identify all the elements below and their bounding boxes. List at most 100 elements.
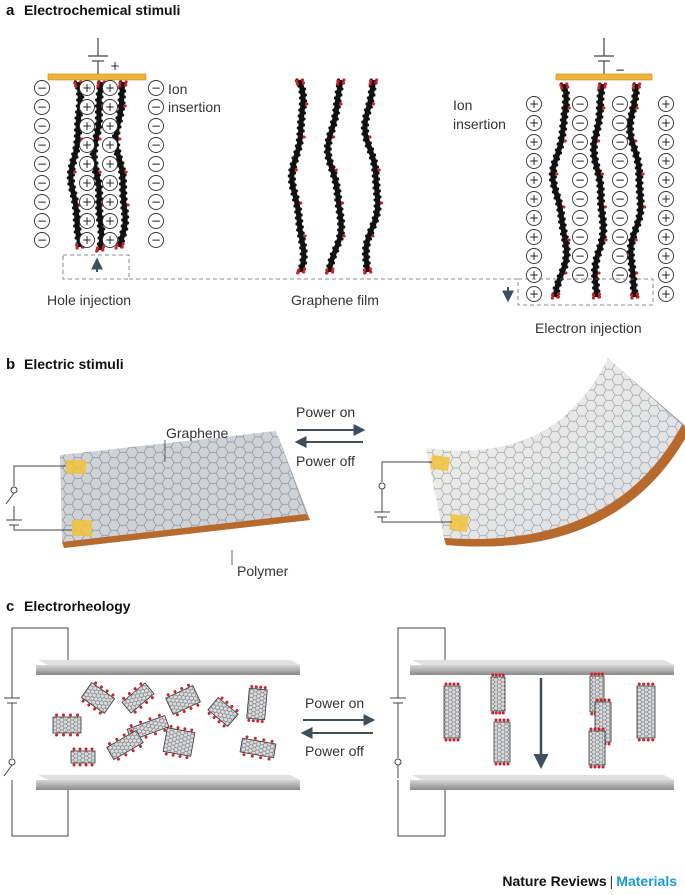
anion-icon: − [612,172,628,188]
anion-icon: − [148,232,164,248]
left-ion-column: −++−−++−−++−−++−−++−−++−−++−−++−−++− [34,80,164,248]
anion-icon: − [572,229,588,245]
anion-icon: − [148,194,164,210]
panel-b-title: Electric stimuli [24,356,124,372]
c-power-off-label: Power off [305,743,364,759]
aligned-graphene-flakes [443,672,656,769]
ion-insertion-left-line2: insertion [168,99,221,115]
cation-icon: + [526,248,542,264]
anion-icon: − [34,137,50,153]
svg-text:+: + [529,116,539,130]
anion-icon: − [572,172,588,188]
svg-text:+: + [82,233,92,247]
svg-text:+: + [105,138,115,152]
svg-text:−: − [575,154,585,168]
cation-icon: + [658,172,674,188]
anion-icon: − [148,175,164,191]
svg-text:−: − [615,173,625,187]
svg-text:−: − [575,116,585,130]
cation-icon: + [658,115,674,131]
anion-icon: − [572,134,588,150]
svg-text:+: + [105,157,115,171]
cation-icon: + [526,286,542,302]
svg-text:+: + [105,233,115,247]
cation-icon: + [658,248,674,264]
graphene-flake [490,673,506,715]
svg-text:+: + [529,230,539,244]
svg-text:+: + [661,135,671,149]
svg-text:−: − [575,249,585,263]
flat-polymer-layer [62,514,310,548]
left-electrode [47,73,147,81]
bent-graphene-sheet [426,358,685,547]
svg-text:−: − [575,211,585,225]
cation-icon: + [102,175,118,191]
svg-text:+: + [529,135,539,149]
right-bottom-plate [410,775,674,790]
cation-icon: + [79,118,95,134]
svg-text:+: + [661,97,671,111]
bent-circuit [374,461,452,523]
panel-c: c Electrorheology Power on Power off [3,598,674,837]
svg-text:−: − [615,154,625,168]
svg-text:+: + [82,100,92,114]
graphene-flake [588,727,606,769]
svg-text:−: − [37,195,47,209]
svg-text:+: + [105,81,115,95]
polymer-label: Polymer [237,563,289,579]
panel-a: a Electrochemical stimuli + −++−−++−−++−… [6,2,674,336]
right-ion-column: +−−++−−++−−++−−++−−++−−++−−++−−++−−++−−+… [526,96,674,302]
svg-text:−: − [151,157,161,171]
graphene-strand [625,82,647,300]
anion-icon: − [612,248,628,264]
panel-b-letter: b [6,356,15,373]
graphene-flake [443,682,461,742]
anion-icon: − [612,153,628,169]
svg-text:+: + [105,176,115,190]
flat-circuit [5,465,72,531]
anion-icon: − [612,210,628,226]
anion-icon: − [572,267,588,283]
cation-icon: + [526,172,542,188]
graphene-flake [165,683,201,717]
svg-text:+: + [529,192,539,206]
cation-icon: + [79,175,95,191]
left-cell-circuit [3,627,69,837]
svg-text:−: − [575,135,585,149]
cation-icon: + [102,99,118,115]
cation-icon: + [526,229,542,245]
svg-text:−: − [37,119,47,133]
cation-icon: + [102,137,118,153]
b-power-off-label: Power off [296,453,355,469]
cation-icon: + [526,210,542,226]
cation-icon: + [102,194,118,210]
svg-text:+: + [529,287,539,301]
ion-insertion-right-line1: Ion [453,97,472,113]
anion-icon: − [572,210,588,226]
left-bottom-plate [36,775,300,790]
svg-text:+: + [661,192,671,206]
left-battery: + [88,38,120,74]
anion-icon: − [34,194,50,210]
ion-insertion-left-line1: Ion [168,81,187,97]
svg-text:−: − [575,230,585,244]
svg-text:+: + [105,100,115,114]
anion-icon: − [572,248,588,264]
bent-top-contact [430,454,450,472]
svg-text:+: + [82,157,92,171]
anion-icon: − [612,96,628,112]
svg-text:+: + [82,119,92,133]
graphene-strand [89,80,108,253]
svg-text:−: − [151,195,161,209]
svg-text:−: − [615,230,625,244]
svg-text:+: + [661,154,671,168]
svg-text:−: − [37,176,47,190]
svg-text:+: + [529,173,539,187]
anion-icon: − [572,153,588,169]
panel-b: b Electric stimuli Graphene Polymer Powe… [5,356,685,579]
anion-icon: − [34,232,50,248]
flat-top-contact [66,460,86,474]
graphene-flake [239,735,277,761]
panel-c-letter: c [6,598,14,615]
